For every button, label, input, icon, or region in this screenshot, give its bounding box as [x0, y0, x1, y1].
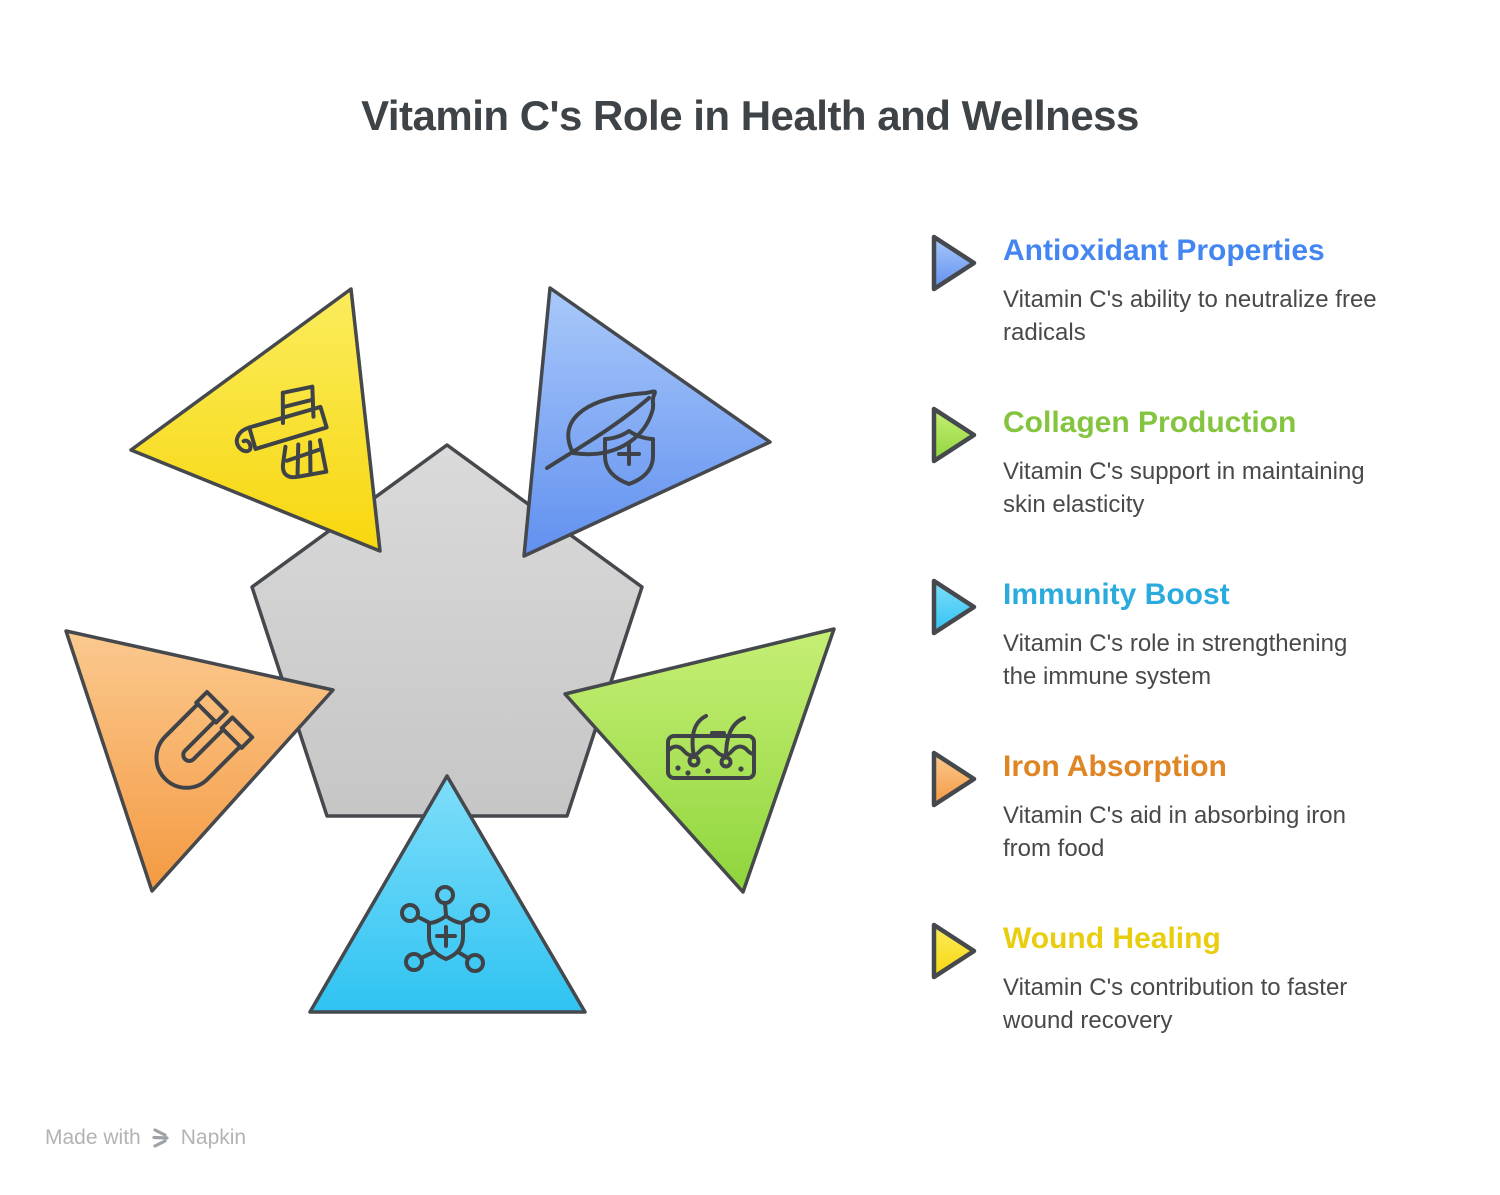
napkin-logo-icon: [152, 1128, 169, 1148]
bandage-cast-icon: [234, 384, 329, 480]
legend-description: Vitamin C's ability to neutralize free r…: [1003, 286, 1377, 346]
legend-description: Vitamin C's role in strengthening the im…: [1003, 630, 1348, 690]
legend-item-immunity: Immunity Boost Vitamin C's role in stren…: [930, 577, 1460, 693]
legend-description: Vitamin C's support in maintaining skin …: [1003, 458, 1365, 518]
leaf-shield-icon: [545, 389, 657, 486]
vitamin-c-diagram: [64, 286, 836, 1014]
legend-title: Iron Absorption: [1003, 750, 1227, 783]
legend-item-iron-absorption: Iron Absorption Vitamin C's aid in absor…: [930, 749, 1460, 865]
triangle-immunity: [308, 774, 587, 1014]
triangle-wound-healing: [129, 287, 382, 553]
legend-description: Vitamin C's contribution to faster wound…: [1003, 974, 1348, 1034]
legend-marker-triangle-icon: [931, 750, 977, 808]
legend-item-collagen: Collagen Production Vitamin C's support …: [930, 405, 1460, 521]
skin-layer-icon: [666, 714, 756, 780]
legend-marker-triangle-icon: [931, 406, 977, 464]
legend-title: Collagen Production: [1003, 406, 1297, 439]
triangle-iron-absorption: [64, 629, 335, 893]
legend-title: Wound Healing: [1003, 922, 1221, 955]
legend-item-antioxidant: Antioxidant Properties Vitamin C's abili…: [930, 233, 1460, 349]
footer-credit: Made with Napkin: [45, 1126, 246, 1150]
legend-title: Antioxidant Properties: [1003, 234, 1325, 267]
virus-shield-icon: [400, 885, 490, 973]
legend-marker-triangle-icon: [931, 578, 977, 636]
legend-marker-triangle-icon: [931, 234, 977, 292]
made-with-label: Made with: [45, 1126, 141, 1149]
legend-marker-triangle-icon: [931, 922, 977, 980]
brand-label: Napkin: [180, 1126, 247, 1149]
legend: Antioxidant Properties Vitamin C's abili…: [930, 233, 1460, 1093]
legend-title: Immunity Boost: [1003, 578, 1230, 611]
magnet-icon: [154, 690, 255, 790]
legend-description: Vitamin C's aid in absorbing iron from f…: [1003, 802, 1346, 862]
page-title: Vitamin C's Role in Health and Wellness: [361, 92, 1139, 139]
legend-item-wound-healing: Wound Healing Vitamin C's contribution t…: [930, 921, 1460, 1037]
